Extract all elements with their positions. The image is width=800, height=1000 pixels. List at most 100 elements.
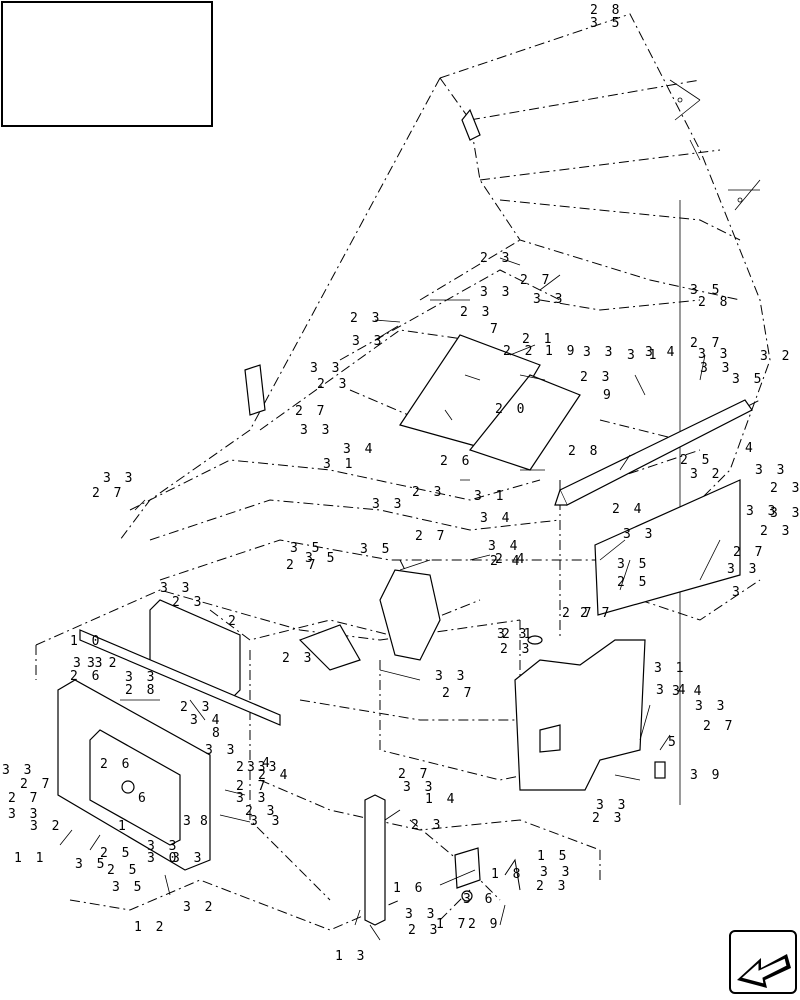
callout-27: 2 7 — [8, 791, 40, 806]
callout-24: 2 4 — [258, 768, 290, 783]
shield-panel-9 — [468, 374, 581, 471]
callout-32: 3 2 — [183, 900, 215, 915]
callout-35: 3 5 — [305, 551, 337, 566]
callout-23: 2 3 — [236, 760, 268, 775]
callout-27: 2 7 — [415, 529, 447, 544]
callout-24: 2 4 — [495, 552, 527, 567]
callout-12: 1 2 — [134, 920, 166, 935]
callout-35: 3 5 — [360, 542, 392, 557]
callout-23: 2 3 — [580, 370, 612, 385]
callout-23: 2 3 — [536, 879, 568, 894]
callout-28: 2 8 — [590, 3, 622, 18]
callout-31: 3 1 — [627, 348, 659, 363]
upper-rail-10 — [79, 629, 281, 726]
callout-34: 3 4 — [656, 683, 688, 698]
callout-35: 3 5 — [590, 16, 622, 31]
arrow-left-icon[interactable] — [729, 930, 797, 994]
callout-23: 2 3 — [412, 485, 444, 500]
callout-3: 3 — [183, 814, 194, 829]
hardware-cluster — [669, 79, 761, 211]
callout-23: 2 3 — [245, 804, 277, 819]
callout-33: 3 3 — [403, 780, 435, 795]
callout-22: 2 2 — [503, 344, 535, 359]
callout-35: 3 5 — [75, 857, 107, 872]
callout-33: 3 3 — [755, 463, 787, 478]
callout-23: 2 3 — [480, 251, 512, 266]
callout-23: 2 3 — [172, 595, 204, 610]
callout-23: 2 3 — [180, 700, 212, 715]
callout-28: 2 8 — [125, 683, 157, 698]
callout-39: 3 9 — [690, 768, 722, 783]
callout-33: 3 3 — [73, 656, 105, 671]
callout-23: 2 3 — [408, 923, 440, 938]
leader-lines — [59, 257, 721, 941]
callout-27: 2 7 — [520, 273, 552, 288]
callout-13: 1 3 — [335, 949, 367, 964]
upper-bracket — [244, 108, 481, 416]
callout-32: 3 2 — [690, 467, 722, 482]
callout-23: 2 3 — [592, 811, 624, 826]
callout-23: 2 3 — [500, 642, 532, 657]
callout-5: 5 — [668, 735, 679, 750]
callout-33: 3 3 — [372, 497, 404, 512]
callout-33: 3 3 — [727, 562, 759, 577]
callout-28: 2 8 — [698, 295, 730, 310]
callout-33: 3 3 — [160, 581, 192, 596]
callout-35: 3 5 — [112, 880, 144, 895]
callout-34: 3 4 — [480, 511, 512, 526]
callout-4: 4 — [745, 441, 756, 456]
callout-29: 2 9 — [468, 917, 500, 932]
frame-outline — [35, 13, 771, 931]
callout-27: 2 7 — [733, 545, 765, 560]
handle-18 — [504, 858, 521, 891]
callout-1: 1 — [118, 819, 129, 834]
callout-33: 3 3 — [205, 743, 237, 758]
callout-33: 3 3 — [310, 361, 342, 376]
callout-33: 3 3 — [623, 527, 655, 542]
callout-27: 2 7 — [398, 767, 430, 782]
callout-28: 2 8 — [568, 444, 600, 459]
callout-19: 1 9 — [545, 344, 577, 359]
callout-33: 3 3 — [596, 798, 628, 813]
callout-33: 3 3 — [147, 839, 179, 854]
callout-33: 3 3 — [2, 763, 34, 778]
callout-23: 2 3 — [411, 818, 443, 833]
callout-33: 3 3 — [770, 506, 800, 521]
callout-27: 2 7 — [286, 558, 318, 573]
callout-33: 3 3 — [480, 285, 512, 300]
callout-33: 3 3 — [700, 361, 732, 376]
callout-23: 2 3 — [317, 377, 349, 392]
callout-27: 2 7 — [20, 777, 52, 792]
callout-25: 2 5 — [617, 575, 649, 590]
callout-27: 2 7 — [236, 779, 268, 794]
callout-24: 2 4 — [612, 502, 644, 517]
callout-33: 3 3 — [435, 669, 467, 684]
title-block — [1, 1, 213, 127]
callout-33: 3 3 — [8, 807, 40, 822]
callout-26: 2 6 — [440, 454, 472, 469]
callout-33: 3 3 — [497, 627, 529, 642]
callout-34: 3 4 — [190, 713, 222, 728]
callout-11: 1 1 — [14, 851, 46, 866]
callout-17: 1 7 — [436, 917, 468, 932]
callout-labels: 2 8 3 5 2 3 2 7 3 3 3 5 2 8 3 3 2 3 2 3 … — [2, 3, 800, 964]
callout-31: 3 1 — [323, 457, 355, 472]
callout-33: 3 3 — [695, 699, 727, 714]
callout-25: 2 5 — [680, 453, 712, 468]
arrow-left-icon-glyph — [737, 954, 791, 988]
callout-33: 3 3 — [533, 292, 565, 307]
callout-14: 1 4 — [425, 792, 457, 807]
callout-33: 3 3 — [236, 791, 268, 806]
callout-6: 6 — [138, 791, 149, 806]
callout-21: 2 1 — [502, 627, 534, 642]
callout-33: 3 3 — [247, 760, 279, 775]
callout-7: 7 — [490, 322, 501, 337]
callout-27: 2 7 — [295, 404, 327, 419]
callout-34: 3 4 — [672, 684, 704, 699]
callout-23: 2 3 — [282, 651, 314, 666]
callout-26: 2 6 — [100, 757, 132, 772]
callout-31: 3 1 — [654, 661, 686, 676]
callout-33: 3 3 — [103, 471, 135, 486]
callout-36: 3 6 — [463, 892, 495, 907]
callout-3: 3 — [732, 585, 743, 600]
